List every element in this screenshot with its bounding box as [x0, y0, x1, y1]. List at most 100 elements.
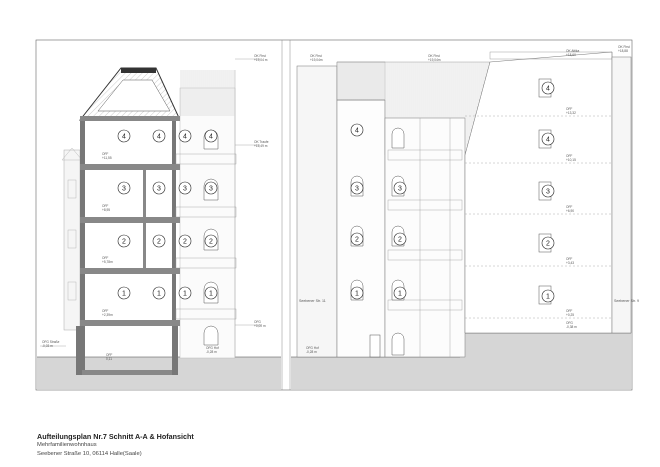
level-value: +0,25: [566, 313, 574, 317]
level-label: OFF: [102, 152, 108, 156]
unit-circle: 3: [350, 181, 364, 195]
level-label: OFF: [566, 107, 572, 111]
svg-text:2: 2: [209, 239, 213, 246]
slab-4: [80, 164, 180, 170]
svg-text:2: 2: [122, 239, 126, 246]
plan-title: Aufteilungsplan Nr.7 Schnitt A-A & Hofan…: [37, 432, 194, 441]
unit-circle: 2: [117, 234, 131, 248]
courtyard-unit-markers: 1 2 3 4 1 2 3 1 2 3 4 4: [350, 81, 555, 303]
level-label: OK First: [428, 54, 440, 58]
level-label: OFF: [566, 154, 572, 158]
unit-circle: 4: [152, 129, 166, 143]
unit-circle: 4: [541, 132, 555, 146]
svg-text:4: 4: [546, 137, 550, 144]
address: Seebener Straße 10, 06114 Halle(Saale): [37, 450, 142, 457]
svg-text:3: 3: [122, 186, 126, 193]
rear-facade: [179, 87, 236, 359]
unit-circle: 3: [178, 181, 192, 195]
courtyard-level-labels: OK First +19,04m OFG Hof -0,28 m OK Firs…: [299, 45, 639, 354]
level-label: OK First: [310, 54, 322, 58]
building-type: Mehrfamilienwohnhaus: [37, 442, 97, 448]
level-label: OFF: [566, 257, 572, 261]
level-value: -0,38 m: [566, 325, 577, 329]
svg-text:2: 2: [355, 237, 359, 244]
unit-circle: 2: [541, 236, 555, 250]
unit-circle: 4: [350, 123, 364, 137]
level-value: -0,28 m: [206, 350, 217, 354]
section-level-labels: OK First +19,04 m OK Traufe +15,49 m OFF…: [42, 54, 269, 361]
unit-circle: 4: [178, 129, 192, 143]
slab-attic: [80, 116, 180, 121]
level-label: OFF: [566, 309, 572, 313]
unit-circle: 2: [204, 234, 218, 248]
svg-text:3: 3: [398, 186, 402, 193]
level-label: OFF: [102, 309, 108, 313]
slab-2: [80, 268, 180, 274]
svg-text:3: 3: [355, 186, 359, 193]
level-label: OFF: [106, 353, 112, 357]
level-label: OK Attika: [566, 49, 580, 53]
level-label: OFF: [566, 205, 572, 209]
level-label: OFG: [254, 320, 261, 324]
svg-text:3: 3: [157, 186, 161, 193]
level-value: +18,88: [618, 49, 628, 53]
level-label: OFF: [102, 256, 108, 260]
level-value: +0,00 m: [254, 324, 266, 328]
unit-circle: 1: [393, 286, 407, 300]
unit-circle: 2: [178, 234, 192, 248]
unit-circle: 3: [541, 184, 555, 198]
unit-circle: 1: [350, 286, 364, 300]
unit-circle: 1: [152, 286, 166, 300]
svg-text:4: 4: [183, 134, 187, 141]
section-outer-left-wall: [80, 118, 85, 375]
drawing-frame: [35, 39, 633, 391]
unit-circle: 1: [541, 289, 555, 303]
unit-circle: 1: [117, 286, 131, 300]
level-value: +5,78m: [102, 260, 113, 264]
neighbor-right-building: [611, 56, 632, 334]
level-label: OFG: [566, 321, 573, 325]
unit-circle: 4: [204, 129, 218, 143]
level-value: +13,32: [566, 111, 576, 115]
svg-text:1: 1: [122, 291, 126, 298]
svg-text:1: 1: [355, 291, 359, 298]
level-value: +8,95: [102, 208, 110, 212]
section-a-a: [37, 58, 281, 389]
unit-circle: 3: [393, 181, 407, 195]
level-value: +19,04 m: [254, 58, 268, 62]
unit-circle: 4: [541, 81, 555, 95]
unit-circle: 1: [178, 286, 192, 300]
svg-text:4: 4: [209, 134, 213, 141]
street-bay: [63, 149, 81, 331]
svg-text:1: 1: [209, 291, 213, 298]
level-value: -0,28 m: [306, 350, 317, 354]
svg-text:3: 3: [209, 186, 213, 193]
svg-text:4: 4: [355, 128, 359, 135]
right-building: [464, 51, 613, 334]
level-label: OFG Hof: [206, 346, 219, 350]
svg-text:2: 2: [183, 239, 187, 246]
unit-circle: 3: [204, 181, 218, 195]
unit-circle: 4: [117, 129, 131, 143]
svg-text:2: 2: [398, 237, 402, 244]
neighbor-left-building: [296, 65, 338, 358]
slab-3: [80, 217, 180, 223]
level-value: +6,90: [566, 209, 574, 213]
neighbor-left-label: Seebener Str. 11: [299, 299, 326, 303]
slab-basement: [80, 370, 176, 375]
level-value: +10,15: [566, 158, 576, 162]
svg-text:1: 1: [546, 294, 550, 301]
attic-void: [97, 79, 171, 112]
level-value: +11,55: [102, 156, 112, 160]
unit-circle: 1: [204, 286, 218, 300]
svg-text:2: 2: [157, 239, 161, 246]
unit-circle: 2: [350, 232, 364, 246]
unit-circle: 2: [152, 234, 166, 248]
level-label: OK Traufe: [254, 140, 269, 144]
level-value: +15,49 m: [254, 144, 268, 148]
courtyard-elevation: [291, 51, 632, 389]
svg-text:1: 1: [183, 291, 187, 298]
svg-text:4: 4: [122, 134, 126, 141]
level-value: 0,11: [106, 357, 112, 361]
